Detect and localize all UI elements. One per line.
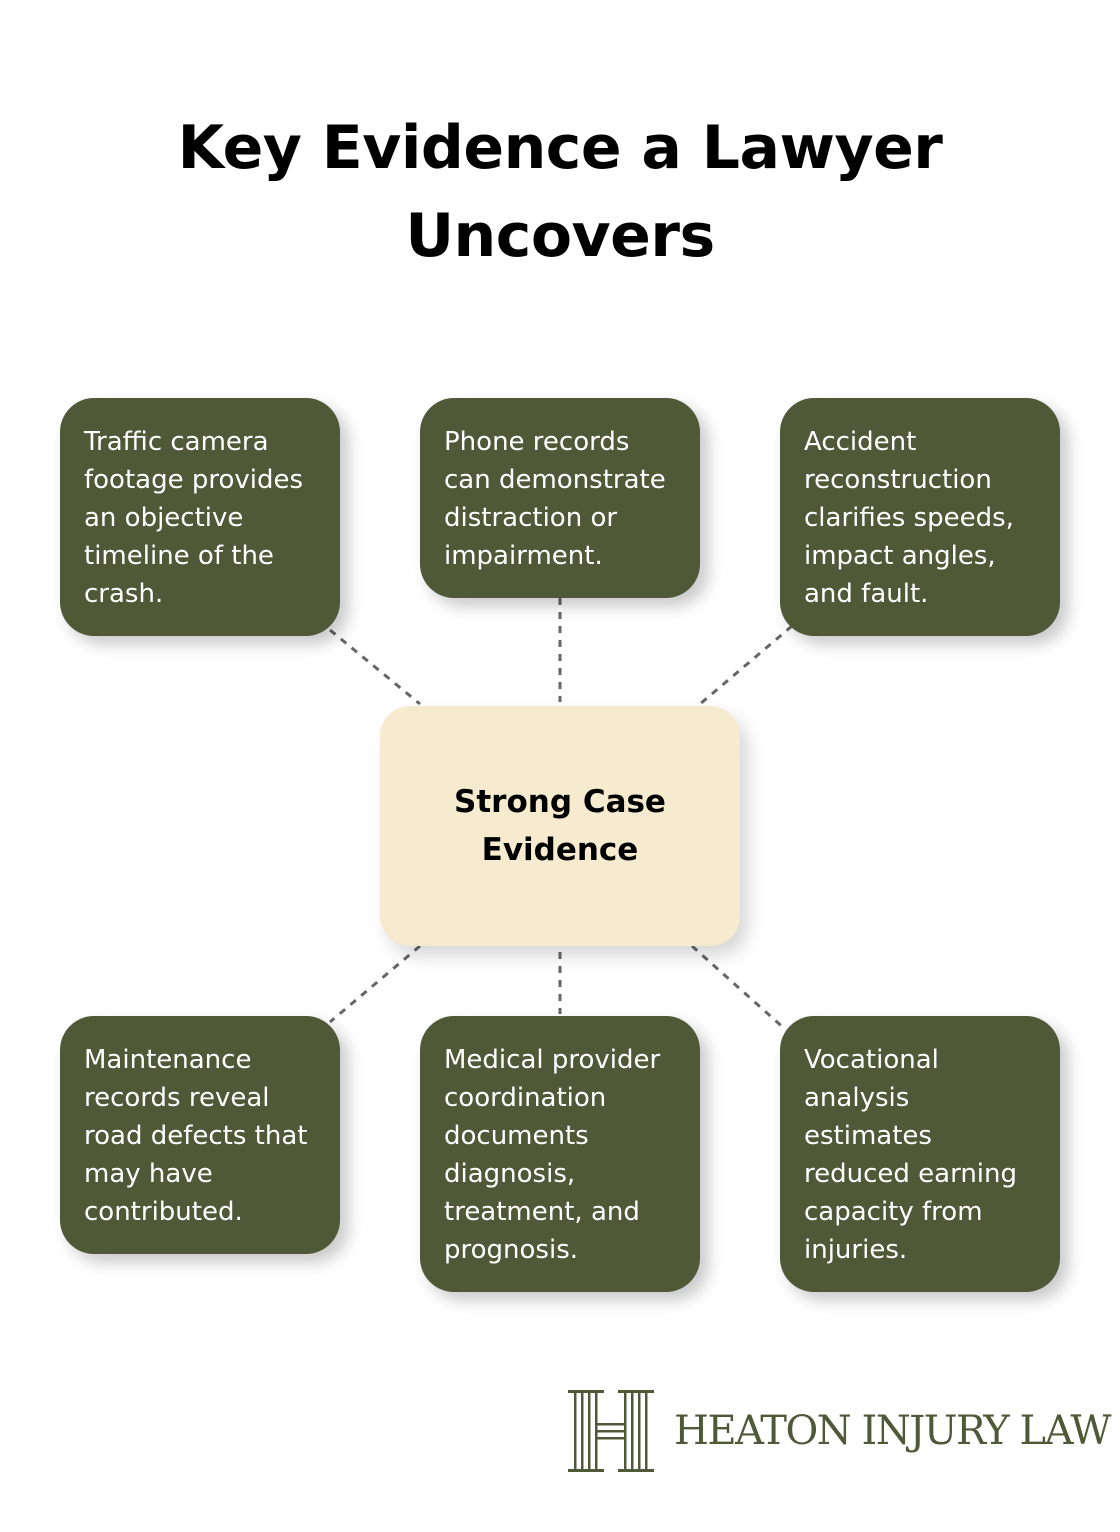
heaton-h-monogram-icon bbox=[568, 1390, 654, 1472]
logo-wordmark: HEATON INJURY LAW bbox=[674, 1408, 1111, 1454]
page-title: Key Evidence a Lawyer Uncovers bbox=[0, 104, 1120, 280]
evidence-card-text: Phone records can demonstrate distractio… bbox=[444, 427, 666, 571]
title-line-1: Key Evidence a Lawyer bbox=[177, 113, 943, 183]
connector-reconstruction bbox=[699, 624, 793, 706]
connector-vocational bbox=[691, 944, 787, 1032]
center-node-label: Strong Case Evidence bbox=[454, 784, 666, 868]
evidence-card-phone-records: Phone records can demonstrate distractio… bbox=[420, 398, 700, 598]
heaton-logo: HEATON INJURY LAW bbox=[566, 1390, 1111, 1474]
evidence-card-traffic-camera: Traffic camera footage provides an objec… bbox=[60, 398, 340, 636]
connector-traffic bbox=[329, 628, 421, 706]
evidence-card-text: Medical provider coordination documents … bbox=[444, 1045, 661, 1265]
evidence-card-accident-reconstruction: Accident reconstruction clarifies speeds… bbox=[780, 398, 1060, 636]
title-line-2: Uncovers bbox=[405, 201, 715, 271]
evidence-card-text: Vocational analysis estimates reduced ea… bbox=[804, 1045, 1018, 1265]
evidence-card-text: Traffic camera footage provides an objec… bbox=[84, 427, 304, 609]
evidence-card-vocational-analysis: Vocational analysis estimates reduced ea… bbox=[780, 1016, 1060, 1292]
connector-maintenance bbox=[329, 944, 421, 1024]
evidence-card-maintenance-records: Maintenance records reveal road defects … bbox=[60, 1016, 340, 1254]
evidence-card-text: Maintenance records reveal road defects … bbox=[84, 1045, 308, 1227]
center-node: Strong Case Evidence bbox=[380, 706, 740, 946]
evidence-card-text: Accident reconstruction clarifies speeds… bbox=[804, 427, 1014, 609]
evidence-card-medical-provider: Medical provider coordination documents … bbox=[420, 1016, 700, 1292]
